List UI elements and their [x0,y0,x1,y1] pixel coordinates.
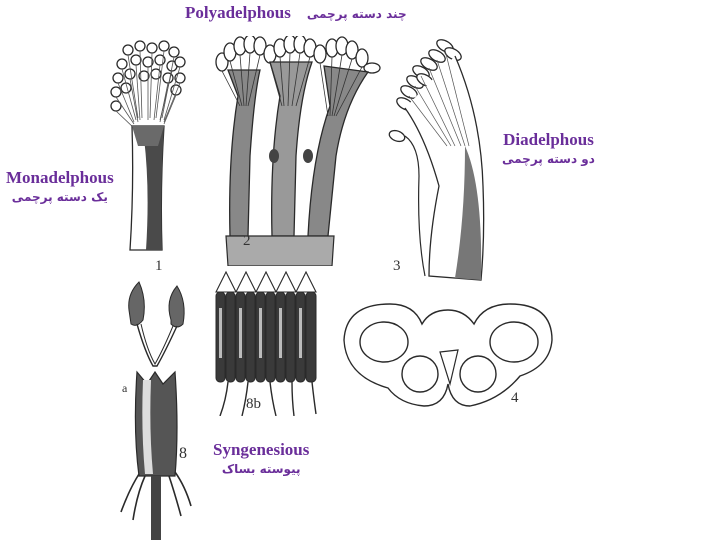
figure-3-diadelphous-illustration [385,36,495,296]
monadelphous-label: Monadelphous یک دسته پرچمی [6,168,114,204]
figure-2-number: 2 [243,233,251,249]
figure-8b-syngenesious-opened-illustration [212,268,324,416]
diadelphous-english: Diadelphous [503,130,594,149]
figure-1-monadelphous-illustration [110,38,190,258]
syngenesious-label: Syngenesious پیوسته بساک [213,440,309,476]
polyadelphous-persian: چند دسته پرچمی [306,7,407,21]
monadelphous-persian: یک دسته پرچمی [11,189,108,204]
figure-4-cross-section-illustration [340,300,560,410]
figure-4-number: 4 [511,390,519,406]
figure-8-syngenesious-illustration [115,280,195,540]
polyadelphous-label: Polyadelphous چند دسته پرچمی [185,3,407,23]
figure-8-marker-a: a [122,381,128,395]
figure-8b-number: 8b [246,396,261,412]
diadelphous-label: Diadelphous دو دسته پرچمی [502,130,595,166]
syngenesious-english: Syngenesious [213,440,310,459]
figure-8-number: 8 [179,445,187,462]
diadelphous-persian: دو دسته پرچمی [502,151,595,166]
figure-2-polyadelphous-illustration [208,36,388,266]
monadelphous-english: Monadelphous [6,168,114,187]
polyadelphous-english: Polyadelphous [185,3,291,22]
figure-1-number: 1 [155,258,163,274]
syngenesious-persian: پیوسته بساک [221,461,301,476]
figure-3-number: 3 [393,258,401,274]
